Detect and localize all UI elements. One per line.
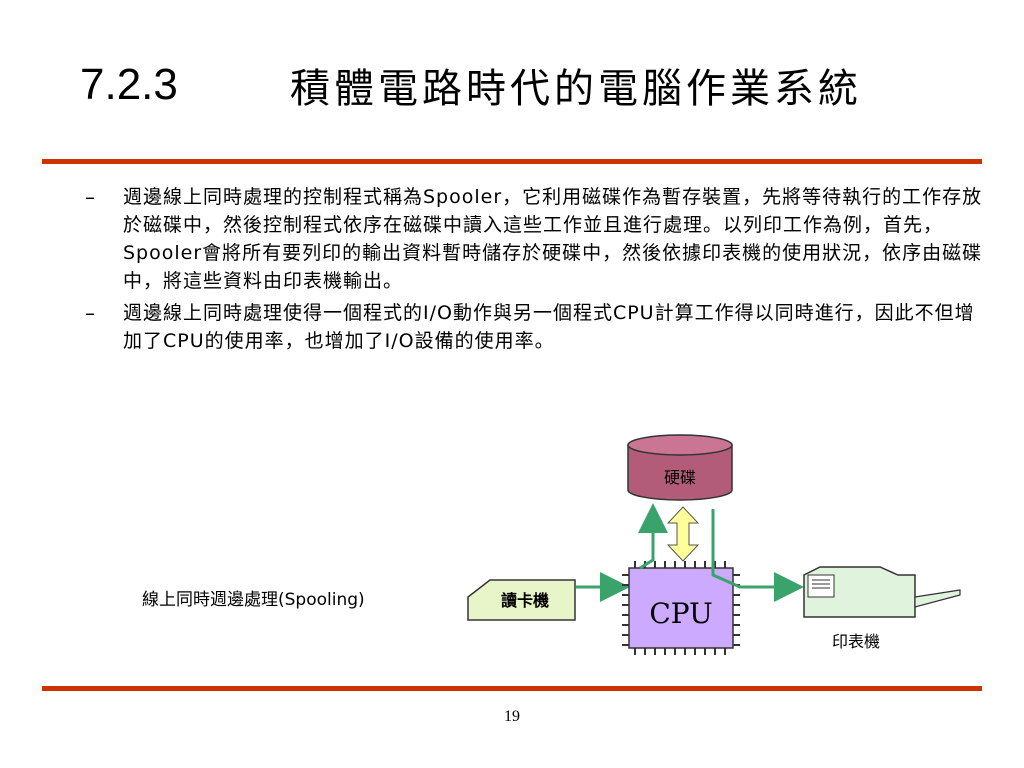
- hard-disk: 硬碟: [627, 434, 733, 501]
- bullet-marker: –: [85, 185, 95, 209]
- io-double-arrow: [666, 506, 700, 562]
- bullet-list: – 週邊線上同時處理的控制程式稱為Spooler，它利用磁碟作為暫存裝置，先將等…: [85, 183, 985, 359]
- page-number: 19: [504, 708, 520, 725]
- section-number: 7.2.3: [80, 60, 178, 109]
- card-reader-shape: [467, 579, 576, 621]
- bullet-item: – 週邊線上同時處理的控制程式稱為Spooler，它利用磁碟作為暫存裝置，先將等…: [85, 183, 985, 295]
- spooling-diagram: 線上同時週邊處理(Spooling) 讀卡機 CPU 硬碟: [142, 434, 961, 655]
- cpu-body: [628, 567, 734, 649]
- card-reader: 讀卡機: [467, 579, 576, 621]
- printer: 印表機: [803, 566, 961, 651]
- bottom-divider: [42, 686, 982, 691]
- bullet-text: 週邊線上同時處理使得一個程式的I/O動作與另一個程式CPU計算工作得以同時進行，…: [123, 302, 975, 352]
- bullet-text: 週邊線上同時處理的控制程式稱為Spooler，它利用磁碟作為暫存裝置，先將等待執…: [123, 186, 983, 292]
- cpu-chip: CPU: [622, 561, 740, 655]
- bullet-marker: –: [85, 301, 95, 325]
- slide-title: 7.2.3 積體電路時代的電腦作業系統: [80, 55, 984, 115]
- slide-heading: 積體電路時代的電腦作業系統: [290, 66, 862, 112]
- diagram-caption: 線上同時週邊處理(Spooling): [142, 590, 365, 610]
- printer-label: 印表機: [832, 632, 880, 651]
- top-divider: [42, 159, 982, 164]
- cpu-label: CPU: [649, 597, 712, 630]
- arrow-disk-to-printer: [711, 509, 804, 602]
- arrow-cpu-to-disk: [638, 503, 668, 570]
- disk-label: 硬碟: [664, 468, 696, 487]
- card-reader-label: 讀卡機: [501, 591, 549, 610]
- bullet-item: – 週邊線上同時處理使得一個程式的I/O動作與另一個程式CPU計算工作得以同時進…: [85, 299, 985, 355]
